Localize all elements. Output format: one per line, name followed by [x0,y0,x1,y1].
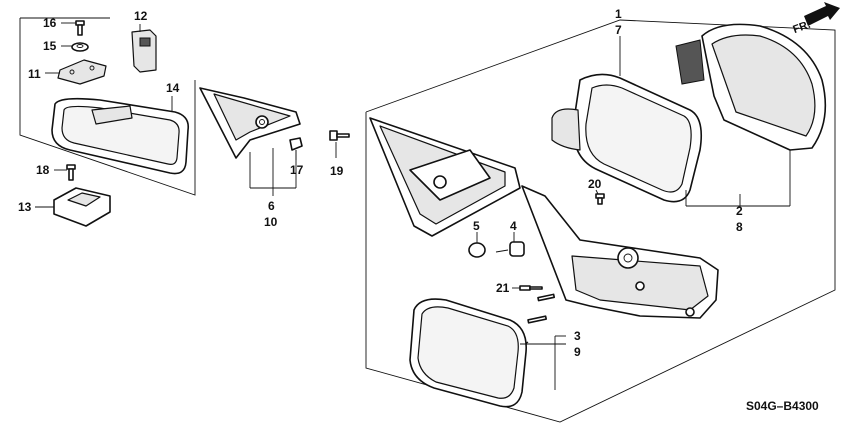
fr-label: FR. [791,19,812,36]
mirror-base-plate [369,117,521,237]
grommet-4 [495,241,525,257]
callout-18: 18 [36,163,50,177]
callout-10: 10 [264,215,278,229]
callout-15: 15 [43,39,57,53]
cover-12 [131,29,157,73]
leader-lines [35,22,791,390]
callout-13: 13 [18,200,32,214]
callout-20: 20 [588,177,602,191]
clip-17 [289,137,303,151]
callout-5: 5 [473,219,480,233]
callout-12: 12 [134,9,148,23]
mirror-assembly-frame [365,19,836,423]
callout-14: 14 [166,81,180,95]
callout-4: 4 [510,219,517,233]
screw-18 [66,164,76,181]
mirror-actuator [521,185,719,319]
callouts: 16 15 11 12 14 18 13 17 6 10 19 1 7 2 8 … [18,7,743,359]
screw-21 [519,285,543,291]
callout-6: 6 [268,199,275,213]
rearview-mirror-group-frame [19,17,196,196]
diagram-code: S04G–B4300 [746,399,819,413]
callout-7: 7 [615,23,622,37]
front-direction-arrow: FR. [791,2,840,36]
callout-8: 8 [736,220,743,234]
callout-2: 2 [736,204,743,218]
cap-5 [468,242,486,258]
callout-11: 11 [28,67,41,81]
pins [527,293,556,324]
callout-19: 19 [330,164,344,178]
callout-17: 17 [290,163,304,177]
skull-cap-2-8 [675,23,827,151]
callout-9: 9 [574,345,581,359]
washer-15 [71,42,89,52]
screw-20 [595,193,605,205]
callout-16: 16 [43,16,57,30]
garnish-6-10 [199,87,301,159]
callout-21: 21 [496,281,510,295]
bracket-13 [53,187,111,227]
mirror-housing-1-7 [551,73,703,203]
mount-base-11 [57,59,107,85]
mirror-glass [409,298,527,408]
rearview-mirror-14 [51,97,190,175]
callout-1: 1 [615,7,622,21]
bolt-19 [329,130,350,141]
screw-16 [75,20,85,36]
callout-3: 3 [574,329,581,343]
